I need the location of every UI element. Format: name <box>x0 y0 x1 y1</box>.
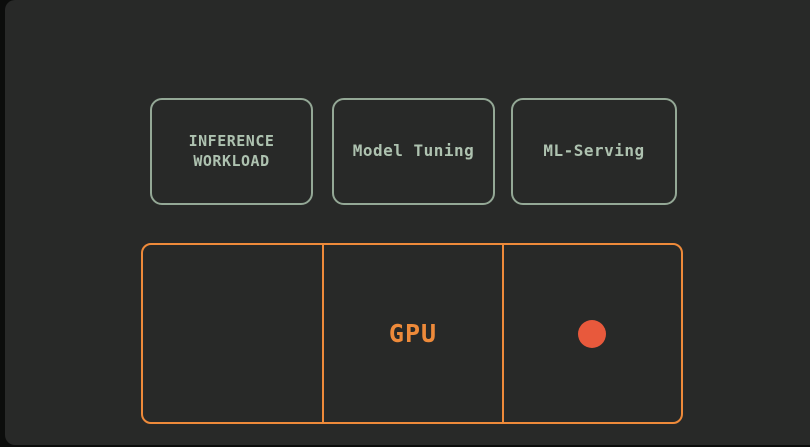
gpu-label: GPU <box>388 319 438 348</box>
workload-box-model-tuning-label: Model Tuning <box>352 141 475 161</box>
workload-box-inference: INFERENCE WORKLOAD <box>150 98 313 205</box>
workload-box-ml-serving: ML-Serving <box>511 98 677 205</box>
resource-strip: GPU <box>141 243 683 424</box>
workload-box-model-tuning: Model Tuning <box>332 98 495 205</box>
workload-box-ml-serving-label: ML-Serving <box>543 141 645 161</box>
resource-cell-empty <box>143 245 322 422</box>
status-dot-icon <box>578 319 607 348</box>
resource-cell-indicator <box>501 245 681 422</box>
resource-cell-gpu: GPU <box>322 245 501 422</box>
diagram-panel: INFERENCE WORKLOAD Model Tuning ML-Servi… <box>5 0 810 445</box>
workload-box-inference-label: INFERENCE WORKLOAD <box>188 132 275 170</box>
